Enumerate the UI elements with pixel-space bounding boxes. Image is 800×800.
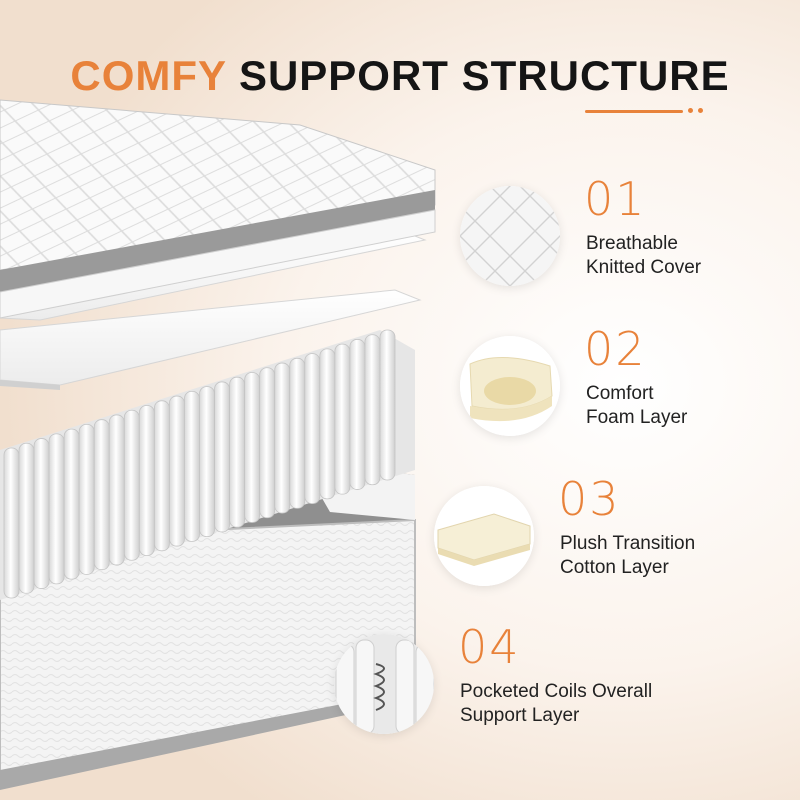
foam-layer-icon <box>460 336 560 436</box>
coil-pocket <box>364 334 381 486</box>
coil-pocket <box>63 428 80 580</box>
title-accent: COMFY <box>70 52 227 99</box>
feature-label: Breathable Knitted Cover <box>586 233 702 278</box>
coil-pocket <box>78 423 95 575</box>
coil-pocket <box>138 405 155 556</box>
feature-number: 02 <box>584 322 647 376</box>
coil-pocket <box>304 353 321 505</box>
title-rest: SUPPORT STRUCTURE <box>238 52 730 99</box>
feature-number: 01 <box>584 172 647 226</box>
pocketed-coil-icon <box>334 634 434 734</box>
coil-pocket <box>108 414 125 566</box>
feature-pocketed-coils: 04 Pocketed Coils Overall Support Layer <box>334 620 774 734</box>
feature-label: Plush Transition Cotton Layer <box>560 533 696 578</box>
coil-pocket <box>199 386 215 538</box>
coil-pocket <box>274 362 291 514</box>
coil-pocket <box>259 367 276 519</box>
coil-pocket <box>33 438 50 589</box>
mattress-illustration <box>0 99 436 790</box>
feature-comfort-foam: 02 Comfort Foam Layer <box>460 322 780 436</box>
coil-pocket <box>334 343 351 495</box>
feature-number: 04 <box>458 620 521 674</box>
title-dots <box>688 108 703 113</box>
coil-pocket <box>349 339 366 490</box>
title-underline <box>585 110 683 113</box>
coil-pocket <box>184 390 200 542</box>
feature-label: Pocketed Coils Overall Support Layer <box>460 681 653 726</box>
coil-pocket <box>169 395 185 547</box>
coil-pocket <box>319 348 336 500</box>
page-title: COMFY SUPPORT STRUCTURE <box>0 52 800 100</box>
coil-pocket <box>48 433 65 585</box>
knitted-cover-icon <box>460 186 560 286</box>
coil-pocket <box>153 400 170 552</box>
feature-transition-cotton: 03 Plush Transition Cotton Layer <box>434 472 784 586</box>
coil-pocket <box>379 329 396 481</box>
coil-pocket <box>123 409 140 561</box>
coil-pocket <box>3 447 20 599</box>
cotton-layer-icon <box>434 486 534 586</box>
feature-knitted-cover: 01 Breathable Knitted Cover <box>460 172 780 286</box>
coil-pocket <box>18 442 35 594</box>
feature-label: Comfort Foam Layer <box>586 383 688 428</box>
coil-pocket <box>229 376 246 528</box>
feature-number: 03 <box>558 472 621 526</box>
coil-pocket <box>93 419 110 571</box>
coil-pocket <box>289 357 306 509</box>
coil-pocket <box>244 372 261 523</box>
coil-pocket <box>214 381 230 533</box>
